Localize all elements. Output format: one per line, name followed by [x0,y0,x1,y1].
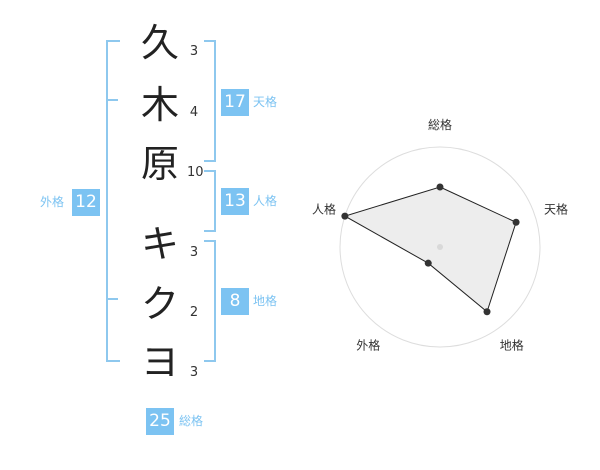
tenkaku-bracket [204,40,216,162]
jinkaku-label: 人格 [253,194,278,208]
tenkaku-label: 天格 [253,95,278,109]
gaikaku-tick-top [106,99,118,101]
name-char-3: 原 [140,142,179,186]
name-char-1: 久 [140,21,179,65]
radar-axis-label-5: 人格 [312,201,336,216]
chikaku-value: 8 [221,288,249,315]
radar-axis-label-3: 地格 [500,338,524,353]
name-char-5: ク [140,282,179,326]
stroke-count-1: 3 [189,44,199,59]
name-char-4: キ [140,222,179,266]
stroke-count-6: 3 [189,365,199,380]
radar-point-3 [483,308,491,316]
jinkaku-value: 13 [221,188,249,215]
tenkaku-value: 17 [221,89,249,116]
gaikaku-label: 外格 [40,195,65,209]
stroke-count-2: 4 [189,105,199,120]
chikaku-label: 地格 [253,294,278,308]
gaikaku-tick-bottom [106,298,118,300]
radar-point-4 [424,259,432,267]
stroke-count-4: 3 [189,245,199,260]
radar-point-5 [341,212,349,220]
name-char-6: ヨ [140,340,179,384]
radar-shape [343,186,517,313]
gaikaku-value: 12 [72,189,100,216]
radar-axis-label-2: 天格 [544,201,568,216]
jinkaku-bracket [204,170,216,232]
name-char-2: 木 [140,83,179,127]
soukaku-label: 総格 [179,414,204,428]
radar-point-2 [512,218,520,226]
radar-point-1 [436,183,444,191]
chikaku-bracket [204,240,216,362]
radar-axis-label-4: 外格 [356,338,380,353]
stroke-count-3: 10 [187,165,204,180]
gaikaku-bracket [106,40,120,362]
soukaku-value: 25 [146,408,174,435]
radar-axis-label-1: 総格 [428,117,452,132]
stroke-count-5: 2 [189,305,199,320]
